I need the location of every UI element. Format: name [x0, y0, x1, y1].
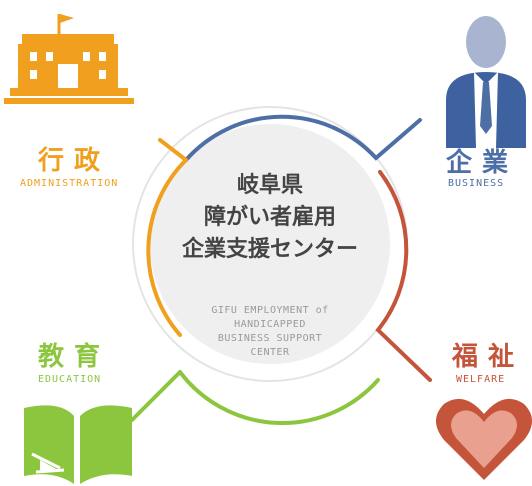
education-label-jp: 教育: [38, 342, 111, 372]
administration-arc: [158, 138, 188, 162]
heart-icon: [436, 398, 532, 480]
center-subtitle-line-1: GIFU EMPLOYMENT of: [211, 305, 329, 316]
business-label-jp: 企業: [446, 148, 519, 178]
administration-label-en: ADMINISTRATION: [20, 178, 119, 189]
government-building-icon: [4, 14, 134, 104]
administration-label-jp: 行政: [38, 146, 111, 176]
center-subtitle-line-3: BUSINESS SUPPORT: [217, 333, 323, 344]
center-title-line-2: 障がい者雇用: [203, 205, 336, 230]
welfare-label-en: WELFARE: [456, 374, 506, 385]
businessman-icon: [446, 16, 526, 148]
welfare-arc: [375, 170, 432, 382]
center-subtitle-line-2: HANDICAPPED: [234, 319, 306, 330]
education-arc: [130, 370, 380, 426]
business-label-en: BUSINESS: [448, 178, 505, 189]
education-label-en: EDUCATION: [38, 374, 102, 385]
business-arc: [184, 114, 422, 162]
open-book-icon: [24, 405, 132, 484]
center-subtitle-line-4: CENTER: [250, 347, 290, 358]
administration-arc-main: [146, 158, 188, 337]
center-title-line-1: 岐阜県: [236, 173, 303, 198]
center-disc: [150, 124, 390, 364]
welfare-label-jp: 福祉: [452, 342, 525, 372]
center-title-line-3: 企業支援センター: [181, 237, 358, 262]
